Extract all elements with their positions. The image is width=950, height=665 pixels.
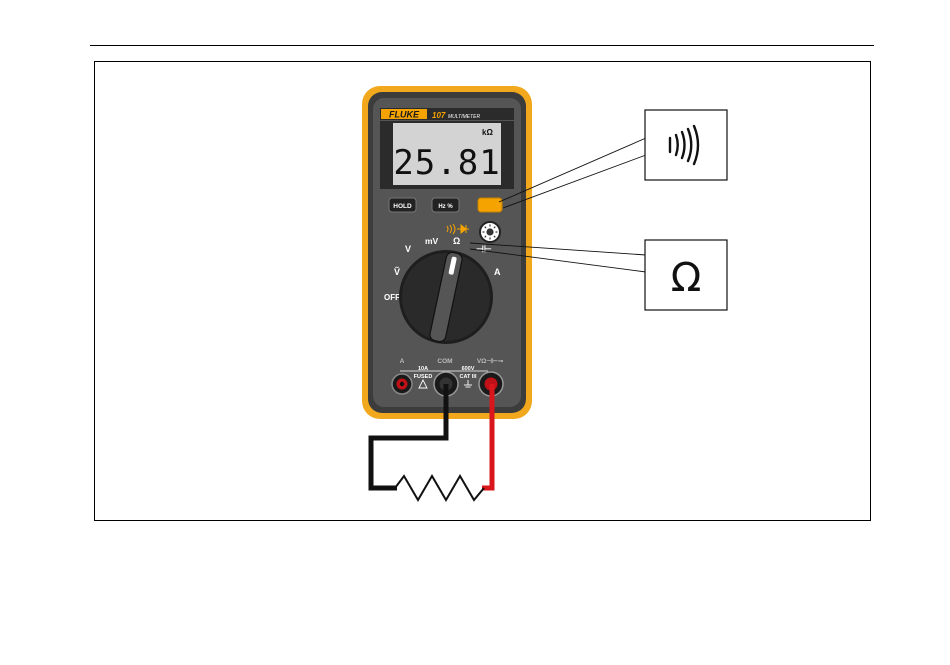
- resistor-symbol: [395, 476, 484, 500]
- continuity-callout-box: [645, 110, 727, 180]
- rating-right-1: 600V: [462, 366, 475, 372]
- lcd-reading: 25.81: [393, 143, 500, 183]
- jack-label-a: A: [400, 358, 405, 365]
- rating-left-1: 10A: [418, 366, 428, 372]
- hz-percent-button-label: Hz %: [438, 204, 453, 210]
- brand-name: FLUKE: [389, 110, 420, 120]
- hold-button-label: HOLD: [393, 203, 412, 210]
- dial-label-off: OFF: [384, 293, 400, 302]
- jack-a-hole: [400, 382, 404, 386]
- jack-label-com: COM: [437, 358, 452, 365]
- dial-label-mv: mV: [425, 236, 439, 246]
- dial-label-v-dc: V: [405, 244, 411, 254]
- rating-right-2: CAT III: [459, 374, 476, 380]
- lcd-unit: kΩ: [482, 128, 493, 137]
- model-number: 107: [432, 111, 446, 120]
- model-suffix: MULTIMETER: [448, 114, 481, 120]
- function-button-yellow[interactable]: [478, 198, 502, 212]
- dial-label-capacitance: ⊣⊢: [476, 244, 492, 254]
- dial-label-ohm: Ω: [453, 236, 460, 246]
- dial-label-amp: A: [494, 267, 501, 277]
- jack-label-v: VΩ⊣⊢⊸: [477, 357, 504, 365]
- multimeter: FLUKE 107 MULTIMETER kΩ 25.81 HOLD Hz % …: [362, 86, 532, 419]
- dial-label-v-ac: Ṽ: [394, 267, 400, 277]
- ohm-callout-symbol: Ω: [671, 255, 702, 301]
